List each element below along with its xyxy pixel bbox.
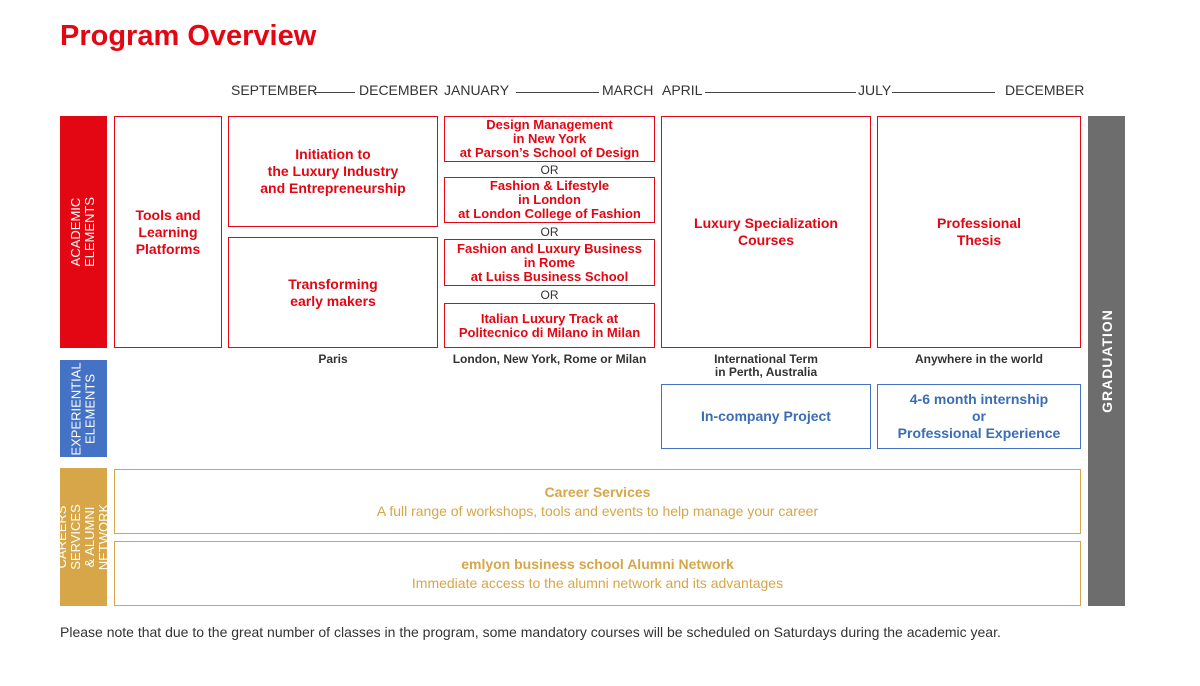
location-paris: Paris [318,352,348,366]
or-label: OR [540,288,559,302]
timeline-march: MARCH [602,82,654,98]
page-title: Program Overview [60,20,317,52]
box-career-services: Career Services A full range of workshop… [114,469,1081,534]
timeline-september: SEPTEMBER [231,82,318,98]
footnote: Please note that due to the great number… [60,624,1001,640]
location-abroad: London, New York, Rome or Milan [452,352,647,366]
box-option-london: Fashion & Lifestyle in London at London … [444,177,655,223]
timeline-line [705,92,856,93]
or-label: OR [540,163,559,177]
location-anywhere: Anywhere in the world [914,352,1043,366]
box-transforming: Transforming early makers [228,237,438,348]
box-in-company-project: In-company Project [661,384,871,449]
box-initiation: Initiation to the Luxury Industry and En… [228,116,438,227]
band-academic: ACADEMIC ELEMENTS [60,116,107,348]
box-option-milan: Italian Luxury Track at Politecnico di M… [444,303,655,348]
box-option-rome: Fashion and Luxury Business in Rome at L… [444,239,655,286]
location-perth: International Term in Perth, Australia [714,352,818,379]
band-graduation: GRADUATION [1088,116,1125,606]
timeline-line [314,92,355,93]
band-experiential: EXPERIENTIAL ELEMENTS [60,360,107,457]
band-careers-label: CAREERS SERVICES & ALUMNI NETWORK [54,503,112,571]
timeline-july: JULY [858,82,892,98]
box-internship: 4-6 month internship or Professional Exp… [877,384,1081,449]
timeline-january: JANUARY [444,82,510,98]
box-alumni-network: emlyon business school Alumni Network Im… [114,541,1081,606]
timeline-april: APRIL [662,82,703,98]
timeline-line [892,92,995,93]
alumni-network-desc: Immediate access to the alumni network a… [411,575,784,591]
box-thesis: Professional Thesis [877,116,1081,348]
timeline-line [516,92,599,93]
band-graduation-label: GRADUATION [1098,309,1115,413]
career-services-desc: A full range of workshops, tools and eve… [376,503,819,519]
box-specialization: Luxury Specialization Courses [661,116,871,348]
career-services-title: Career Services [544,484,651,500]
timeline-december-end: DECEMBER [1005,82,1085,98]
box-tools-platforms: Tools and Learning Platforms [114,116,222,348]
box-option-new-york: Design Management in New York at Parson’… [444,116,655,162]
band-careers: CAREERS SERVICES & ALUMNI NETWORK [55,468,112,606]
band-experiential-label: EXPERIENTIAL ELEMENTS [68,361,98,456]
or-label: OR [540,225,559,239]
band-academic-label: ACADEMIC ELEMENTS [68,196,98,268]
timeline-december: DECEMBER [359,82,439,98]
alumni-network-title: emlyon business school Alumni Network [461,556,734,572]
